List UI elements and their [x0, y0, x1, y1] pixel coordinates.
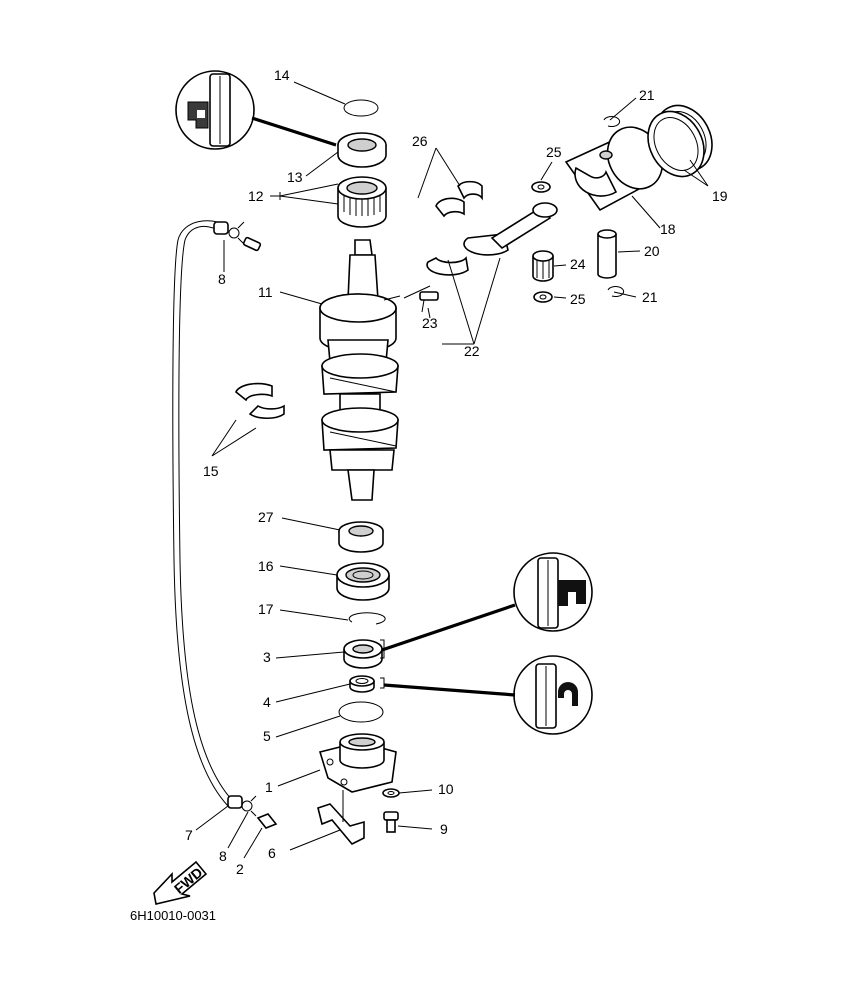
leader-lines — [195, 81, 709, 859]
part-10-washer — [382, 788, 400, 798]
callout-4: 4 — [263, 694, 271, 710]
part-8-clip-top — [228, 221, 245, 245]
callout-27: 27 — [258, 509, 274, 525]
callout-2: 2 — [236, 861, 244, 877]
callout-16: 16 — [258, 558, 274, 574]
part-20-piston-pin — [597, 229, 617, 279]
part-17-circlip — [348, 612, 386, 625]
callout-15: 15 — [203, 463, 219, 479]
callout-numbers: 14 13 12 8 11 26 25 21 19 18 20 24 25 21… — [185, 67, 728, 877]
callout-21-bottom: 21 — [642, 289, 658, 305]
callout-8-bottom: 8 — [219, 848, 227, 864]
part-15-bearing-halves — [235, 382, 285, 420]
part-24-needle-bearing — [532, 250, 554, 282]
fwd-arrow-icon: FWD — [153, 860, 208, 905]
callout-21-top: 21 — [639, 87, 655, 103]
part-4-oil-seal-small — [349, 675, 375, 693]
callout-24: 24 — [570, 256, 586, 272]
part-11-crankshaft — [319, 239, 399, 501]
part-25-washer-bottom — [533, 291, 553, 303]
part-12-needle-bearing — [337, 176, 387, 228]
part-26-bearing-halves — [435, 180, 483, 218]
part-14-o-ring — [343, 99, 379, 117]
part-13-oil-seal — [337, 132, 387, 168]
callout-17: 17 — [258, 601, 274, 617]
callout-25-top: 25 — [546, 144, 562, 160]
part-3-oil-seal — [343, 639, 383, 669]
part-18-piston — [564, 126, 664, 212]
callout-13: 13 — [287, 169, 303, 185]
part-22-connecting-rod — [426, 202, 558, 276]
part-21-clip-bottom — [607, 286, 625, 298]
callout-26: 26 — [412, 133, 428, 149]
callout-23: 23 — [422, 315, 438, 331]
callout-8-top: 8 — [218, 271, 226, 287]
part-5-o-ring — [338, 701, 384, 723]
part-1-lower-housing — [318, 733, 397, 793]
callout-11: 11 — [258, 284, 273, 300]
callout-3: 3 — [263, 649, 271, 665]
part-7-hose — [172, 220, 243, 809]
callout-22: 22 — [464, 343, 480, 359]
callout-1: 1 — [265, 779, 273, 795]
part-16-ball-bearing — [336, 562, 390, 601]
callout-5: 5 — [263, 728, 271, 744]
part-23-bolt — [419, 291, 439, 313]
callout-14: 14 — [274, 67, 290, 83]
part-2-fitting — [256, 813, 278, 829]
callout-6: 6 — [268, 845, 276, 861]
drawing-code: 6H10010-0031 — [130, 908, 216, 923]
part-9-bolt — [383, 811, 399, 833]
callout-10: 10 — [438, 781, 454, 797]
callout-9: 9 — [440, 821, 448, 837]
callout-18: 18 — [660, 221, 676, 237]
callout-20: 20 — [644, 243, 660, 259]
part-25-washer-top — [531, 181, 551, 193]
part-21-clip-top — [603, 116, 621, 128]
part-27-thrust-ring — [338, 521, 384, 553]
oil-icon — [513, 655, 593, 735]
grease-icon — [175, 70, 255, 150]
part-8-clip-bottom — [241, 795, 257, 817]
callout-25-bottom: 25 — [570, 291, 586, 307]
callout-7: 7 — [185, 827, 193, 843]
callout-19: 19 — [712, 188, 728, 204]
part-6-plate — [317, 803, 365, 845]
sealant-icon — [513, 552, 593, 632]
fitting-upper — [242, 236, 262, 252]
callout-12: 12 — [248, 188, 264, 204]
